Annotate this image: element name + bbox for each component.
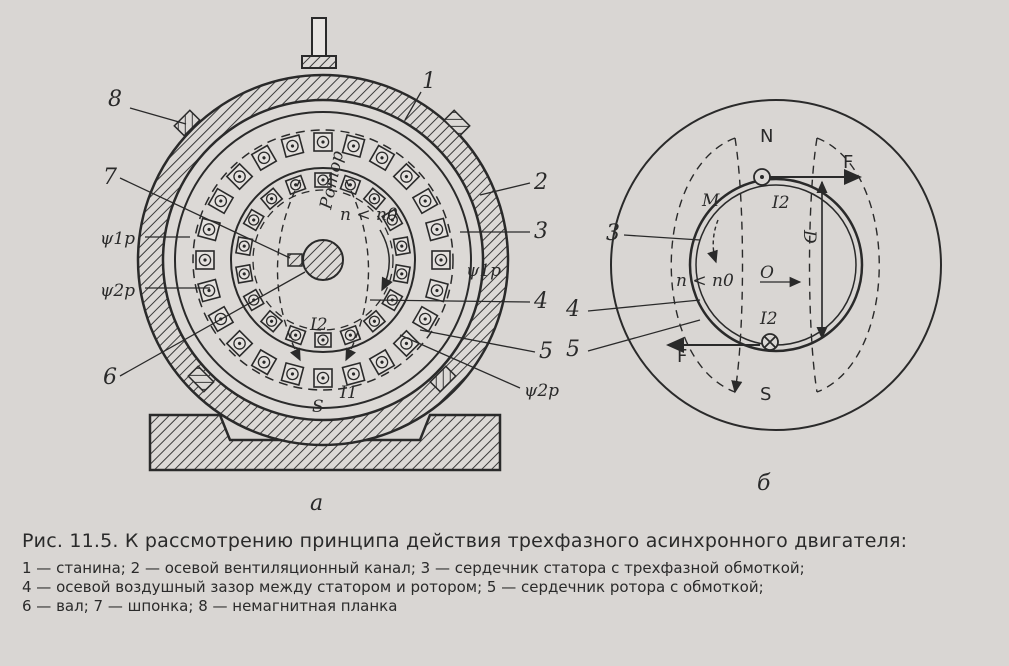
label-psi2p-left: ψ2р — [100, 281, 135, 301]
label-5: 5 — [539, 339, 553, 364]
label-N: N — [760, 126, 773, 147]
stator-slot — [225, 329, 254, 358]
stator-slot — [197, 278, 222, 303]
label-M: M — [701, 191, 720, 211]
label-6: 6 — [103, 365, 117, 390]
label-I2-a: I2 — [309, 315, 328, 335]
stator-slot — [250, 144, 278, 172]
rotation-arrow — [379, 229, 393, 292]
label-F-bottom: F — [677, 346, 687, 367]
figure-caption: Рис. 11.5. К рассмотрению принципа дейст… — [22, 528, 997, 616]
rotor-slot — [339, 174, 362, 196]
rotor-slot — [392, 263, 411, 284]
stator-slot — [392, 162, 421, 191]
stator-slot — [313, 368, 333, 388]
label-7: 7 — [103, 165, 117, 190]
legend-line: 4 — осевой воздушный зазор между статоро… — [22, 578, 764, 596]
stator-slot — [368, 144, 396, 172]
stator-slot — [225, 162, 254, 191]
shaft — [302, 239, 344, 281]
label-2: 2 — [533, 170, 548, 195]
legend-line: 6 — вал; 7 — шпонка; 8 — немагнитная пла… — [22, 597, 398, 615]
label-O: O — [760, 263, 774, 283]
rotor-slot — [362, 187, 387, 211]
stator-slot — [280, 361, 305, 386]
figure: 1 8 7 2 3 4 5 6 ψ1р ψ2р ψ1р ψ2р Ротор n … — [100, 17, 942, 516]
label-speed-b: n < n0 — [676, 271, 734, 291]
rotor-slot — [362, 309, 387, 333]
key — [287, 253, 303, 267]
stator-slot — [250, 348, 278, 376]
panel-a-label: а — [310, 491, 323, 516]
stator-slot — [341, 134, 366, 159]
stator-slot — [313, 132, 333, 152]
label-3-b: 3 — [606, 221, 620, 246]
label-I1-a: I1 — [339, 383, 358, 403]
label-S-b: S — [760, 384, 771, 405]
rotor-slot — [284, 174, 307, 196]
rotor-slot — [314, 172, 332, 188]
stator-slot — [411, 305, 439, 333]
rotor-slot — [392, 236, 411, 257]
stator-slot — [411, 187, 439, 215]
label-S-a: S — [312, 397, 324, 417]
stator-slot — [280, 134, 305, 159]
caption-title: Рис. 11.5. К рассмотрению принципа дейст… — [22, 530, 908, 552]
legend-line: 1 — станина; 2 — осевой вентиляционный к… — [22, 559, 805, 577]
stator-slot — [392, 329, 421, 358]
stator-slot — [207, 187, 235, 215]
caption-legend: 1 — станина; 2 — осевой вентиляционный к… — [22, 559, 997, 616]
rotor-outline — [688, 177, 864, 353]
stator-slot — [197, 217, 222, 242]
rotor-slot — [235, 236, 254, 257]
nonmagnetic-strip — [173, 109, 201, 137]
principle-diagram: N S F F M I2 I2 D O n < n0 3 4 5 б — [565, 99, 942, 496]
rotor-slot — [314, 332, 332, 348]
label-4-b: 4 — [565, 297, 580, 322]
nonmagnetic-strip — [443, 109, 471, 137]
rotor-slot — [235, 263, 254, 284]
nonmagnetic-strip — [187, 365, 215, 393]
panel-b-label: б — [757, 471, 771, 496]
torque-arrow — [707, 219, 719, 264]
stator-slot — [431, 250, 451, 270]
rotor-slot — [381, 208, 404, 232]
motor-cross-section: 1 8 7 2 3 4 5 6 ψ1р ψ2р ψ1р ψ2р Ротор n … — [100, 17, 559, 516]
label-psi1p-right: ψ1р — [466, 261, 501, 281]
stator-slot — [424, 278, 449, 303]
label-3: 3 — [534, 219, 548, 244]
stator-outline — [610, 99, 942, 431]
eye-bolt-base — [301, 55, 337, 69]
label-1: 1 — [422, 69, 436, 94]
label-psi2p-right: ψ2р — [524, 381, 559, 401]
flux-line — [808, 137, 818, 393]
label-F-top: F — [843, 152, 853, 173]
label-speed-a: n < n0 — [340, 205, 398, 225]
label-I2-top: I2 — [771, 193, 790, 213]
label-5-b: 5 — [566, 337, 580, 362]
nonmagnetic-strip — [429, 365, 457, 393]
label-psi1p-left: ψ1р — [100, 229, 135, 249]
stator-slot — [424, 217, 449, 242]
label-I2-bottom: I2 — [759, 309, 778, 329]
stator-slots — [195, 132, 451, 388]
stator-core — [174, 111, 472, 409]
rotor-slot — [259, 187, 284, 211]
label-4: 4 — [533, 289, 548, 314]
stator-slot — [341, 361, 366, 386]
label-D: D — [799, 229, 819, 244]
stator-slot — [368, 348, 396, 376]
flux-line — [731, 137, 744, 394]
rotor-slot — [242, 208, 265, 232]
flux-line — [816, 137, 880, 393]
rotor-slot — [259, 309, 284, 333]
label-8: 8 — [108, 87, 122, 112]
stator-slot — [195, 250, 215, 270]
